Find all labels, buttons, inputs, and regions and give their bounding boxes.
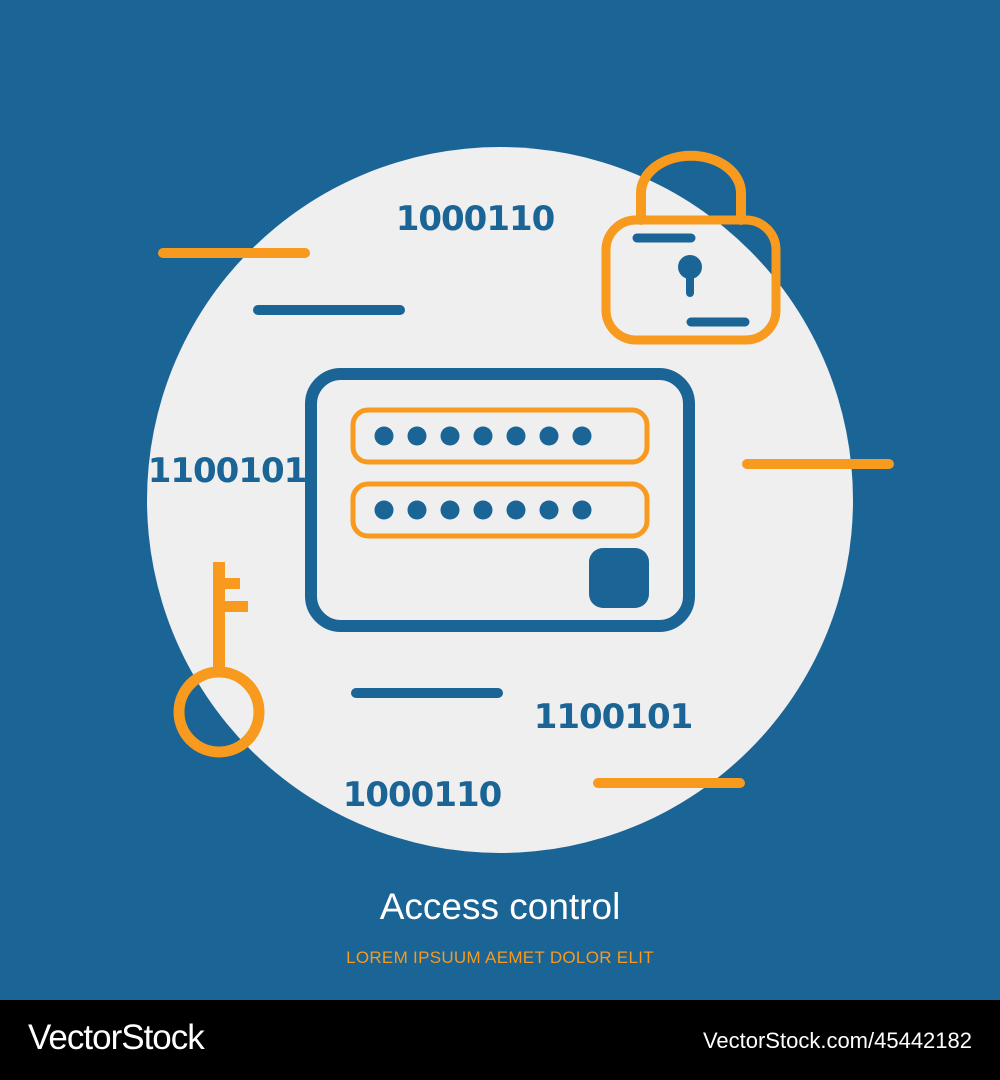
- password-dot: [539, 500, 559, 520]
- password-dot: [440, 426, 460, 446]
- binary-label: 1000110: [343, 775, 502, 815]
- password-dot: [506, 500, 526, 520]
- illustration-svg: 1000110 1100101 1100101 1000110: [147, 147, 894, 853]
- image-id: VectorStock.com/45442182: [702, 1028, 972, 1053]
- password-dot: [374, 500, 394, 520]
- password-dots: [374, 426, 592, 446]
- password-dot: [407, 426, 427, 446]
- brand-logo: VectorStock: [28, 1018, 205, 1057]
- login-form-icon: [305, 368, 695, 632]
- password-dot: [440, 500, 460, 520]
- password-dot: [572, 426, 592, 446]
- password-dot: [473, 426, 493, 446]
- binary-label: 1100101: [534, 697, 693, 737]
- background-circle: [147, 147, 853, 853]
- password-dot: [539, 426, 559, 446]
- password-dot: [506, 426, 526, 446]
- illustration-canvas: 1000110 1100101 1100101 1000110: [0, 0, 1000, 1000]
- password-field: [350, 481, 650, 539]
- binary-label: 1100101: [148, 451, 307, 491]
- key-icon: [173, 562, 265, 758]
- decorative-lines: [158, 248, 894, 788]
- caption-title: Access control: [379, 886, 621, 927]
- caption-subtitle: LOREM IPSUUM AEMET DOLOR ELIT: [346, 948, 654, 967]
- password-dot: [374, 426, 394, 446]
- password-dot: [572, 500, 592, 520]
- padlock-icon: [601, 150, 781, 345]
- binary-label: 1000110: [396, 199, 555, 239]
- password-dot: [407, 500, 427, 520]
- password-dots: [374, 500, 592, 520]
- footer-bar: VectorStock VectorStock.com/45442182: [0, 1000, 1000, 1080]
- password-field: [350, 407, 650, 465]
- submit-square: [589, 548, 649, 608]
- password-dot: [473, 500, 493, 520]
